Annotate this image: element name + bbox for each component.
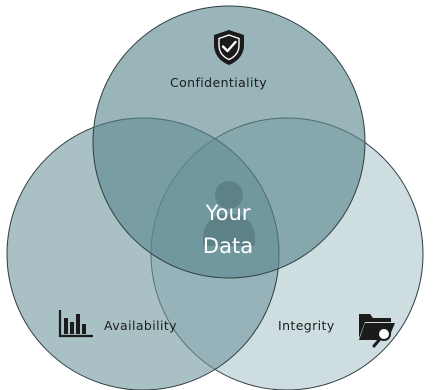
person-icon	[203, 181, 255, 246]
integrity-label: Integrity	[278, 318, 335, 333]
center-text-line-2: Data	[202, 234, 254, 258]
shield-check-icon	[214, 30, 244, 65]
availability-label: Availability	[104, 318, 177, 333]
confidentiality-label: Confidentiality	[170, 75, 267, 90]
folder-search-icon	[359, 314, 395, 348]
confidentiality-circle	[92, 5, 366, 279]
bar-chart-icon	[58, 310, 93, 338]
center-text-line-1: Your	[205, 201, 251, 225]
